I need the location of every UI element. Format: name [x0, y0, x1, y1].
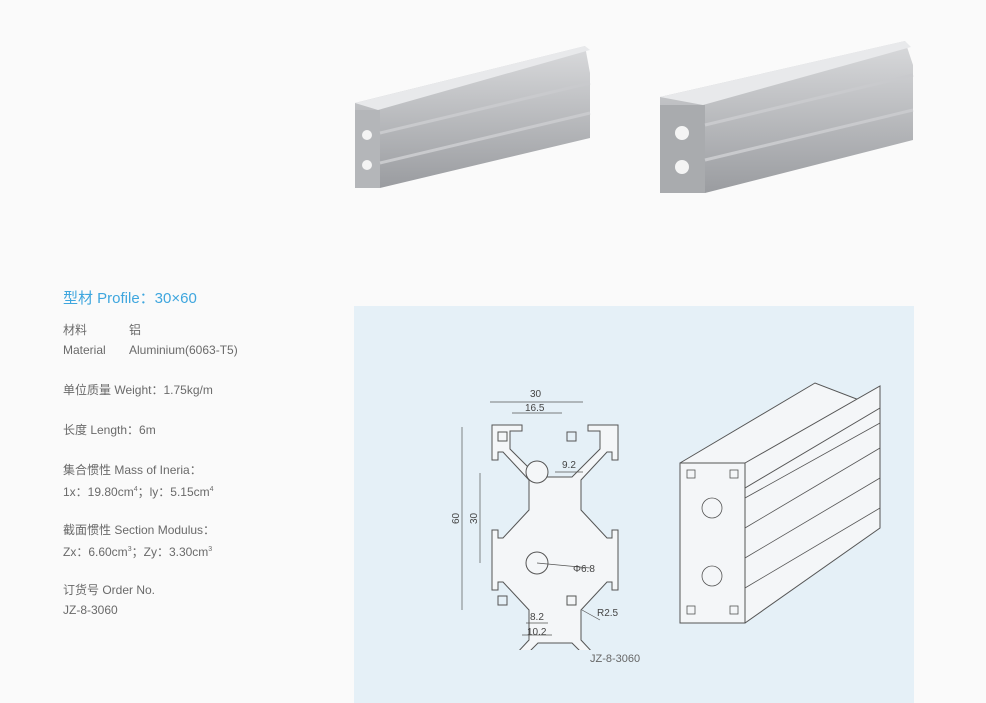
- modulus-label: 截面惯性 Section Modulus：: [63, 523, 216, 537]
- drawing-code: JZ-8-3060: [590, 653, 641, 665]
- profile-title: 型材 Profile：30×60: [63, 290, 197, 307]
- cross-section-drawing: 30 16.5 60 30 9.2 Φ6.8 R2.5 8.2 10.2: [451, 389, 619, 650]
- dim-offset: 9.2: [562, 460, 576, 471]
- order-label: 订货号 Order No.: [63, 583, 156, 597]
- separator: ；: [137, 485, 150, 499]
- dim-hole: Φ6.8: [573, 564, 595, 575]
- dim-width: 30: [530, 389, 542, 400]
- length-spec: 长度 Length：6m: [63, 423, 156, 437]
- modulus-zx: Zx：6.60cm: [63, 545, 128, 559]
- separator: ；: [131, 545, 144, 559]
- inertia-ix-exp: 4: [133, 486, 138, 493]
- order-value: JZ-8-3060: [63, 603, 118, 617]
- inertia-iy: ly：5.15cm: [149, 485, 210, 499]
- material-label-en: Material: [63, 343, 106, 357]
- profile-photo-2: [660, 41, 914, 193]
- order-spec: 订货号 Order No. JZ-8-3060: [63, 580, 155, 620]
- dim-slot-span: 16.5: [525, 403, 545, 414]
- modulus-spec: 截面惯性 Section Modulus： Zx：6.60cm3；Zy：3.30…: [63, 520, 215, 562]
- dim-height: 60: [451, 512, 462, 524]
- inertia-spec: 集合惯性 Mass of Ineria： 1x：19.80cm4；ly：5.15…: [63, 460, 214, 502]
- profile-photo-1: [355, 46, 591, 188]
- weight-spec: 单位质量 Weight：1.75kg/m: [63, 383, 213, 397]
- modulus-zy: Zy：3.30cm: [143, 545, 209, 559]
- dim-slot-outer: 10.2: [527, 627, 547, 638]
- inertia-label: 集合惯性 Mass of Ineria：: [63, 463, 202, 477]
- dim-radius: R2.5: [597, 608, 619, 619]
- dim-pitch: 30: [469, 512, 480, 524]
- inertia-ix: 1x：19.80cm: [63, 485, 134, 499]
- modulus-zx-exp: 3: [127, 546, 132, 553]
- modulus-zy-exp: 3: [208, 546, 213, 553]
- inertia-iy-exp: 4: [209, 486, 214, 493]
- material-label-cn: 材料: [63, 323, 88, 337]
- material-spec: 材料 铝 Material Aluminium(6063-T5): [63, 320, 238, 360]
- isometric-drawing: [679, 382, 881, 624]
- dim-slot-inner: 8.2: [530, 612, 544, 623]
- material-value-cn: 铝: [129, 323, 142, 337]
- material-value-en: Aluminium(6063-T5): [129, 343, 238, 357]
